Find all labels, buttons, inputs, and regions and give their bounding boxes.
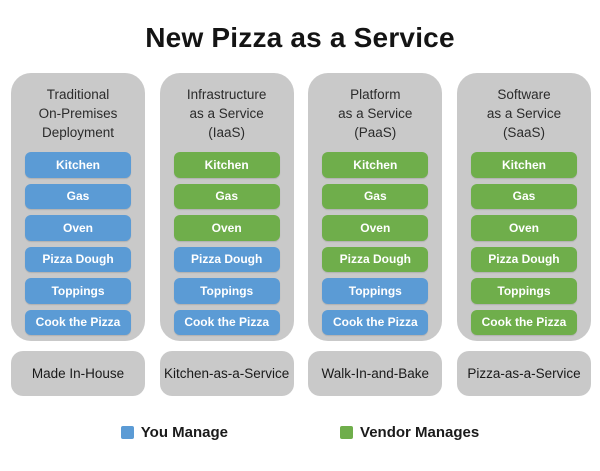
column-header-line: (SaaS) [502, 125, 545, 140]
component-box-toppings: Toppings [25, 278, 131, 304]
column-header-line: (IaaS) [208, 125, 246, 140]
component-box-kitchen: Kitchen [470, 152, 577, 178]
component-box-oven: Oven [322, 215, 429, 241]
component-box-gas: Gas [470, 183, 577, 209]
column-footer-iaas: Kitchen-as-a-Service [159, 351, 294, 396]
column-header-line: (PaaS) [354, 125, 397, 140]
column-header-line: Software [497, 87, 551, 102]
component-box-oven: Oven [25, 215, 131, 241]
legend-item-vendor-manages: Vendor Manages [340, 424, 479, 441]
column-footer-traditional: Made In-House [11, 351, 145, 396]
component-box-oven: Oven [173, 215, 280, 241]
vendor-manages-color-swatch [340, 426, 354, 439]
component-box-pizza-dough: Pizza Dough [173, 246, 280, 272]
component-box-gas: Gas [173, 183, 280, 209]
column-header-line: On-Premises [38, 106, 118, 121]
component-box-pizza-dough: Pizza Dough [322, 246, 429, 272]
column-header-line: as a Service [338, 106, 413, 121]
you-manage-color-swatch [120, 426, 134, 439]
component-box-toppings: Toppings [173, 278, 280, 304]
column-footer-saas: Pizza-as-a-Service [456, 351, 591, 396]
component-box-gas: Gas [25, 183, 131, 209]
column-footers: Made In-House Kitchen-as-a-Service Walk-In… [0, 351, 600, 396]
column-footer-paas: Walk-In-and-Bake [308, 351, 443, 396]
column-header-iaas: Infrastructure as a Service (IaaS) [187, 85, 267, 142]
column-header-line: as a Service [486, 106, 562, 121]
column-header-saas: Software as a Service (SaaS) [487, 85, 561, 142]
component-box-kitchen: Kitchen [25, 152, 131, 178]
column-header-line: as a Service [189, 106, 264, 121]
legend-item-you-manage: You Manage [120, 424, 229, 441]
component-box-cook-the-pizza: Cook the Pizza [173, 309, 280, 335]
legend: You Manage Vendor Manages [0, 424, 600, 441]
component-box-gas: Gas [322, 183, 429, 209]
component-box-pizza-dough: Pizza Dough [470, 246, 577, 272]
column-header-line: Platform [350, 87, 401, 102]
legend-label-vendor-manages: Vendor Manages [360, 424, 480, 441]
component-box-cook-the-pizza: Cook the Pizza [322, 309, 429, 335]
component-box-cook-the-pizza: Cook the Pizza [470, 309, 577, 335]
component-box-toppings: Toppings [322, 278, 429, 304]
component-box-kitchen: Kitchen [322, 152, 429, 178]
column-header-line: Infrastructure [186, 87, 267, 102]
component-box-cook-the-pizza: Cook the Pizza [25, 309, 131, 335]
column-header-paas: Platform as a Service (PaaS) [338, 85, 412, 142]
component-box-kitchen: Kitchen [173, 152, 280, 178]
legend-label-you-manage: You Manage [140, 424, 229, 441]
component-box-oven: Oven [470, 215, 577, 241]
component-box-pizza-dough: Pizza Dough [25, 246, 131, 272]
column-header-line: Deployment [41, 125, 115, 140]
component-box-toppings: Toppings [470, 278, 577, 304]
page-title: New Pizza as a Service [145, 22, 455, 53]
column-header-line: Traditional [46, 87, 110, 102]
